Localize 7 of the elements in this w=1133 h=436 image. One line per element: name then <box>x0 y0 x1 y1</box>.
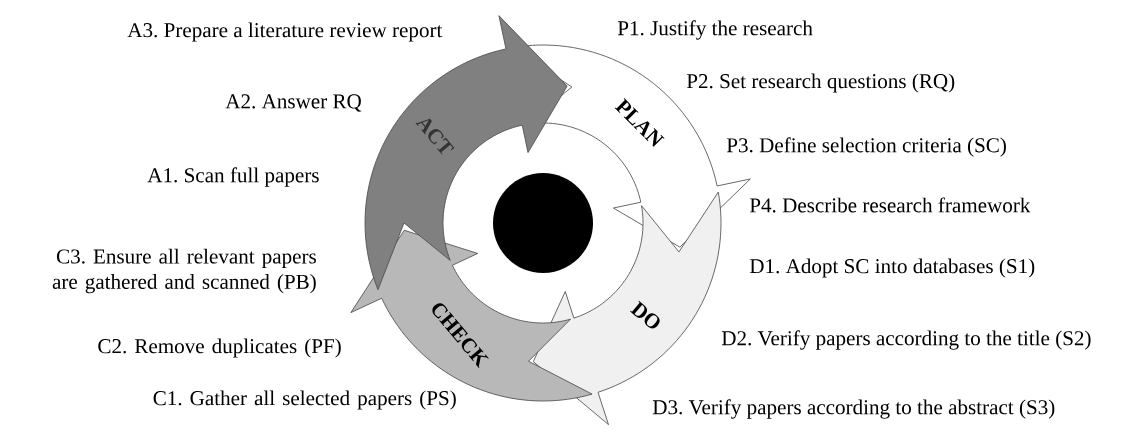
step-text: P1. Justify the research <box>617 20 813 40</box>
circle-shape <box>493 173 593 273</box>
step-text: C2. Remove duplicates (PF) <box>98 338 341 358</box>
step-text: C3. Ensure all relevant papers are gathered and scanned (PB) <box>52 248 316 294</box>
step-text: A1. Scan full papers <box>147 167 319 187</box>
step-text: D1. Adopt SC into databases (S1) <box>749 258 1035 278</box>
step-text: P4. Describe research framework <box>749 197 1031 213</box>
